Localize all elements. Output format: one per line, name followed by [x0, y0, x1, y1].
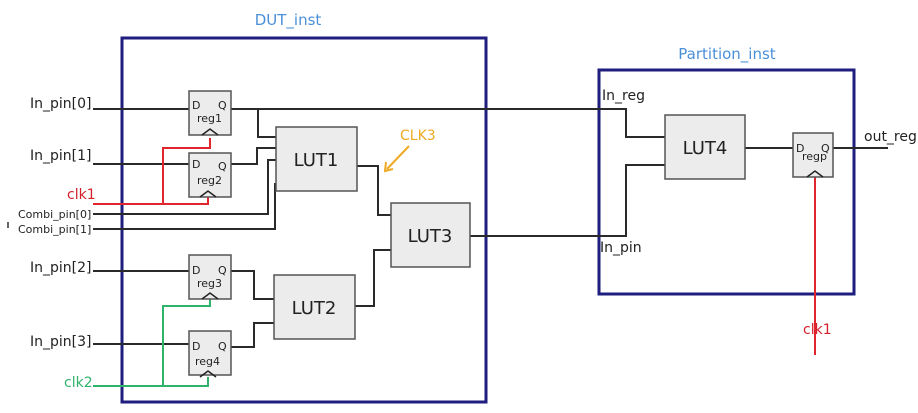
partition-inst-title: Partition_inst — [678, 45, 776, 64]
wire-clk2-reg4 — [93, 377, 209, 387]
in-reg-port-label: In_reg — [602, 88, 645, 104]
reg1-q-pin: Q — [218, 99, 227, 112]
reg4-q-pin: Q — [218, 340, 227, 353]
lut1-block[interactable]: LUT1 — [275, 126, 358, 192]
wire-clk2-reg3 — [162, 299, 211, 386]
in-pin3-label: In_pin[3] — [30, 334, 91, 350]
marker-tick — [7, 222, 9, 228]
reg3-d-pin: D — [192, 264, 200, 277]
dut-inst-box — [120, 36, 488, 404]
lut1-label: LUT1 — [294, 150, 339, 171]
wire-reg3-q-to-lut2 — [231, 270, 274, 300]
lut2-label: LUT2 — [292, 298, 337, 319]
reg4-label: reg4 — [195, 355, 220, 368]
data-wires — [93, 108, 888, 348]
in-pin2-label: In_pin[2] — [30, 260, 91, 276]
wire-reg4-q-to-lut2 — [231, 322, 274, 348]
clk1-input-label: clk1 — [67, 187, 96, 203]
dut-inst-title: DUT_inst — [255, 11, 322, 30]
regp-label: regp — [802, 150, 827, 163]
wire-reg1-q-to-lut1 — [257, 109, 276, 138]
lut3-label: LUT3 — [408, 226, 453, 247]
reg2-q-pin: Q — [218, 160, 227, 173]
reg1-d-pin: D — [192, 99, 200, 112]
lut4-label: LUT4 — [683, 138, 728, 159]
wire-reg1-q-to-in-reg — [231, 108, 665, 138]
register-reg2[interactable]: D Q reg2 — [188, 152, 232, 198]
wire-combi-pin0 — [93, 159, 276, 215]
wire-lut2-to-lut3 — [355, 249, 391, 307]
register-regp[interactable]: D Q regp — [792, 132, 834, 178]
wire-lut1-to-lut3 — [357, 165, 391, 216]
regp-q-pin: Q — [821, 142, 830, 155]
reg1-label: reg1 — [197, 112, 222, 125]
wire-clk1-reg2 — [93, 197, 209, 205]
clk3-annotation: CLK3 — [400, 128, 436, 144]
register-reg4[interactable]: D Q reg4 — [188, 330, 232, 378]
clock-triangle-icon — [199, 190, 217, 198]
wire-clk1-reg1 — [162, 138, 211, 204]
reg3-q-pin: Q — [218, 264, 227, 277]
clk1-regp-label: clk1 — [803, 322, 832, 338]
partition-inst-box — [597, 68, 856, 296]
combi-pin1-label: Combi_pin[1] — [18, 223, 91, 236]
lut3-block[interactable]: LUT3 — [390, 202, 471, 268]
register-reg3[interactable]: D Q reg3 — [188, 254, 232, 300]
reg4-d-pin: D — [192, 340, 200, 353]
reg3-label: reg3 — [197, 277, 222, 290]
lut2-block[interactable]: LUT2 — [273, 274, 356, 340]
combi-pin0-label: Combi_pin[0] — [18, 208, 91, 221]
clock-triangle-icon — [201, 128, 219, 136]
reg2-d-pin: D — [192, 158, 200, 171]
reg2-label: reg2 — [197, 174, 222, 187]
clock-triangle-icon — [199, 370, 217, 378]
clock-triangle-icon — [806, 170, 824, 178]
lut4-block[interactable]: LUT4 — [664, 114, 746, 180]
regp-d-pin: D — [796, 142, 804, 155]
wire-lut3-to-in-pin — [470, 164, 665, 237]
clk3-arrow-icon — [386, 145, 410, 170]
clk2-input-label: clk2 — [64, 375, 93, 391]
wire-reg2-q-to-lut1 — [231, 147, 276, 165]
in-pin1-label: In_pin[1] — [30, 148, 91, 164]
in-pin0-label: In_pin[0] — [30, 96, 91, 112]
out-reg-label: out_reg — [864, 129, 917, 145]
clk3-arrowhead-icon — [383, 161, 394, 173]
clock-triangle-icon — [201, 292, 219, 300]
in-pin-port-label: In_pin — [600, 240, 642, 256]
register-reg1[interactable]: D Q reg1 — [188, 90, 232, 136]
